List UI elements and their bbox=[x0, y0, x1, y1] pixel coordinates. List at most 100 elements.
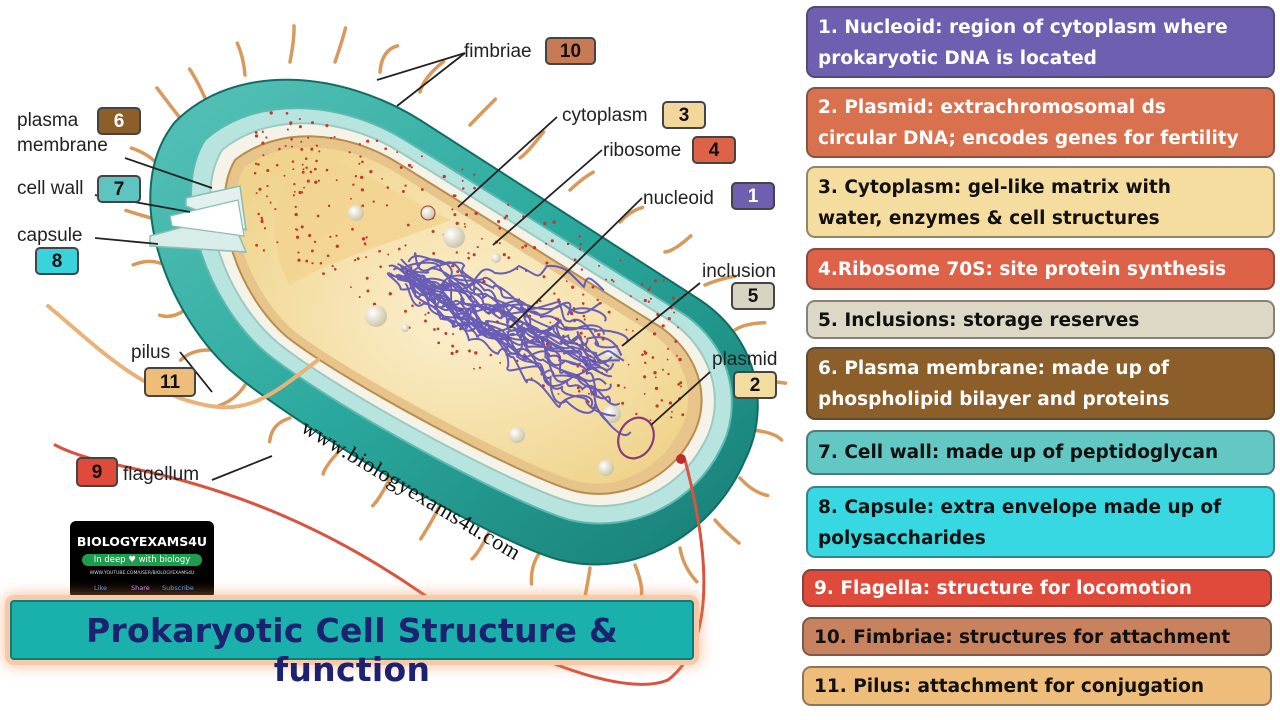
ribosome-dot bbox=[258, 187, 262, 191]
ribosome-dot bbox=[468, 349, 471, 353]
fimbria-hair bbox=[713, 518, 741, 545]
ribosome-dot bbox=[649, 286, 652, 289]
fimbria-hair bbox=[267, 416, 292, 444]
ribosome-dot bbox=[605, 278, 608, 281]
ribosome-dot bbox=[647, 300, 650, 303]
ribosome-dot bbox=[474, 351, 478, 355]
ribosome-dot bbox=[660, 399, 664, 402]
ribosome-dot bbox=[583, 318, 586, 321]
fimbria-hair bbox=[418, 503, 442, 541]
ribosome-dot bbox=[333, 135, 336, 139]
ribosome-dot bbox=[610, 278, 614, 282]
ribosome-dot bbox=[654, 376, 657, 379]
ribosome-dot bbox=[582, 314, 586, 318]
ribosome-dot bbox=[326, 254, 330, 258]
ribosome-dot bbox=[444, 332, 448, 335]
ribosome-dot bbox=[260, 216, 264, 220]
ribosome-dot bbox=[666, 347, 670, 350]
ribosome-dot bbox=[464, 225, 467, 228]
ribosome-dot bbox=[671, 410, 673, 413]
cytoplasm-label: cytoplasm bbox=[562, 105, 648, 126]
desc-plasmid: 2. Plasmid: extrachromosomal ds circular… bbox=[806, 87, 1275, 158]
ribosome-dot bbox=[310, 249, 314, 253]
ribosome-dot bbox=[674, 339, 678, 343]
ribosome-dot bbox=[294, 212, 298, 217]
ribosome-dot bbox=[532, 246, 537, 250]
ribosome-dot bbox=[335, 179, 338, 182]
flagellum-label: flagellum bbox=[123, 464, 200, 485]
fimbria-hair bbox=[529, 550, 542, 586]
ribosome-dot bbox=[387, 253, 390, 256]
fimbria-hair bbox=[178, 348, 212, 362]
capsule-number-badge: 8 bbox=[35, 247, 79, 275]
ribosome-dot bbox=[452, 333, 454, 335]
ribosome-dot bbox=[285, 111, 289, 115]
ribosome-dot bbox=[254, 131, 258, 134]
ribosome-dot bbox=[462, 187, 465, 190]
ribosome-dot bbox=[598, 264, 600, 267]
ribosome-dot bbox=[679, 381, 683, 385]
desc-plasma-membrane-line2: phospholipid bilayer and proteins bbox=[818, 389, 1170, 410]
pilus-label: pilus bbox=[131, 342, 171, 363]
ribosome-dot bbox=[269, 111, 273, 115]
ribosome-dot bbox=[625, 328, 628, 331]
ribosome-dot bbox=[640, 283, 644, 286]
plasma-membrane-label-line1: plasma bbox=[17, 110, 79, 131]
ribosome-dot bbox=[667, 372, 670, 376]
ribosome-dot bbox=[653, 371, 657, 375]
ribosome-dot bbox=[654, 279, 658, 283]
pilus-number-badge: 11 bbox=[144, 367, 196, 397]
desc-cell-wall: 7. Cell wall: made up of peptidoglycan bbox=[806, 430, 1275, 475]
ribosome-dot bbox=[656, 313, 660, 316]
ribosome-dot bbox=[580, 268, 584, 271]
ribosome-dot bbox=[451, 208, 454, 211]
ribosome-dot bbox=[298, 190, 302, 195]
ribosome-dot bbox=[351, 227, 354, 231]
logo-share: Share bbox=[131, 584, 150, 592]
desc-cell-wall-line1: 7. Cell wall: made up of peptidoglycan bbox=[818, 442, 1219, 463]
ribosome-dot bbox=[358, 295, 361, 299]
logo-subscribe: Subscribe bbox=[162, 584, 194, 592]
ribosome-dot bbox=[286, 128, 289, 131]
ribosome-dot bbox=[497, 220, 501, 224]
desc-pilus: 11. Pilus: attachment for conjugation bbox=[802, 666, 1272, 706]
ribosome-dot bbox=[365, 236, 368, 239]
ribosome-dot bbox=[530, 377, 533, 380]
ribosome-dot bbox=[542, 275, 546, 279]
ribosome-dot bbox=[396, 151, 399, 154]
fimbria-hair bbox=[468, 97, 498, 127]
ribosome-dot bbox=[378, 249, 381, 253]
ribosome-dot bbox=[461, 179, 464, 182]
ribosome-dot bbox=[545, 261, 549, 265]
layer-cutaways bbox=[149, 185, 248, 253]
ribosome-dot bbox=[361, 160, 364, 164]
ribosome-dot bbox=[269, 201, 272, 204]
ribosome-dot bbox=[308, 233, 312, 238]
ribosome-dot bbox=[661, 324, 665, 328]
ribosome-dot bbox=[353, 259, 357, 262]
ribosome-dot bbox=[538, 299, 542, 303]
fimbria-hair bbox=[131, 259, 167, 267]
ribosome-dot bbox=[583, 335, 587, 338]
fimbria-hair bbox=[217, 383, 247, 408]
ribosome-dot bbox=[505, 214, 509, 218]
dna-strand bbox=[409, 267, 607, 322]
ribosome-dot bbox=[654, 386, 659, 391]
ribosome-dot bbox=[619, 259, 622, 262]
fimbria-hair bbox=[618, 205, 645, 224]
ribosome-dot bbox=[420, 155, 423, 158]
ribosome-dot bbox=[407, 163, 412, 167]
ribosome-dot bbox=[261, 141, 265, 145]
ribosome-dot bbox=[553, 292, 556, 295]
ribosome-dot bbox=[578, 235, 581, 238]
ribosome-dot bbox=[300, 140, 303, 143]
ribosome-dot bbox=[404, 309, 407, 313]
ribosome-dot bbox=[499, 361, 502, 364]
ribosome-dot bbox=[570, 311, 574, 316]
cell-wall-number-badge: 7 bbox=[97, 175, 141, 203]
ribosome-dot bbox=[302, 168, 305, 171]
ribosome-dot bbox=[313, 167, 317, 171]
inclusions bbox=[348, 205, 621, 476]
ribosome-dot bbox=[300, 147, 304, 151]
plasmid-label: plasmid bbox=[712, 349, 778, 370]
